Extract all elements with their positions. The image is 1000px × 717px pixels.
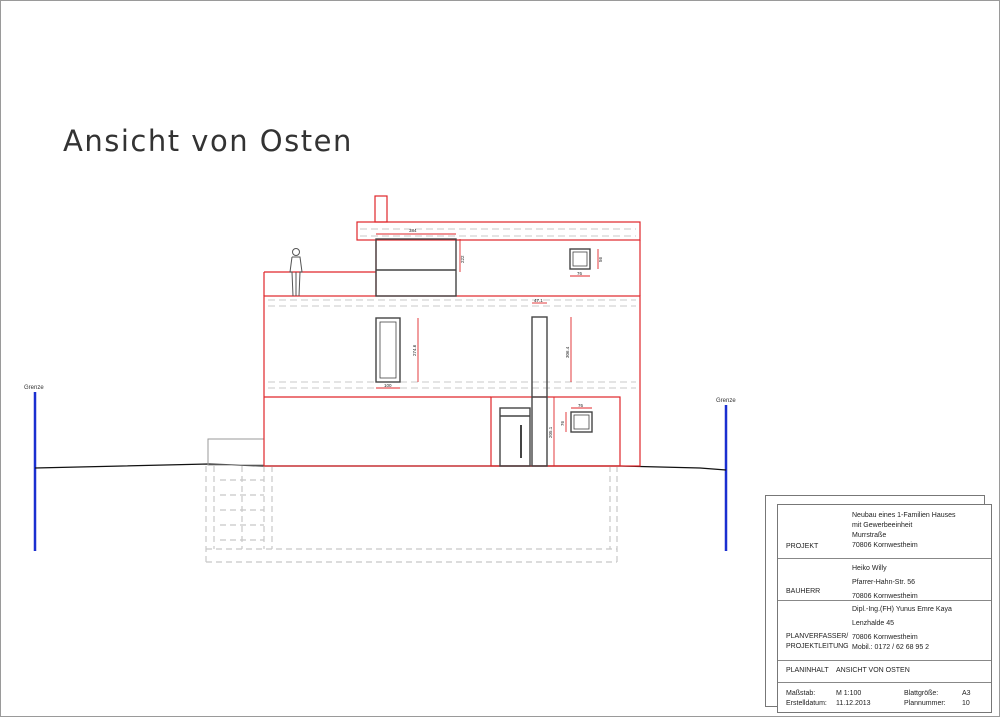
lower-small-window — [570, 411, 593, 433]
title-row-bauherr: Heiko Willy Pfarrer-Hahn-Str. 56 70806 K… — [778, 558, 991, 601]
dim-tall-window-width: 100 — [384, 383, 392, 388]
drawing-title: Ansicht von Osten — [63, 124, 353, 158]
side-wall — [207, 438, 265, 466]
dimension-texts: 384 222 56 76 47.1 274.6 100 306.4 76 76… — [384, 228, 603, 438]
planverfasser-label-1: PLANVERFASSER/ — [786, 633, 849, 640]
planverfasser-line-4: Mobil.: 0172 / 62 68 95 2 — [852, 644, 930, 651]
title-block-outer: Neubau eines 1-Familien Hauses mit Gewer… — [765, 495, 992, 713]
projekt-line-1: Neubau eines 1-Familien Hauses — [852, 512, 956, 519]
massstab-label: Maßstab: — [786, 690, 816, 697]
planinhalt-value: ANSICHT VON OSTEN — [836, 667, 910, 674]
projekt-label: PROJEKT — [786, 543, 819, 550]
building-outline — [263, 195, 641, 467]
bauherr-line-3: 70806 Kornwestheim — [852, 593, 918, 600]
projekt-line-2: mit Gewerbeeinheit — [852, 522, 913, 529]
windows — [375, 238, 593, 467]
ground-line — [34, 463, 727, 471]
planverfasser-line-2: Lenzhalde 45 — [852, 620, 895, 627]
blattgroesse-label: Blattgröße: — [904, 690, 939, 697]
projekt-line-4: 70806 Kornwestheim — [852, 542, 918, 549]
dim-door-height: 205.1 — [548, 426, 553, 438]
planverfasser-label-2: PROJEKTLEITUNG — [786, 643, 849, 650]
dim-small-window-upper-width: 76 — [577, 271, 583, 276]
tall-window — [375, 317, 401, 383]
title-row-projekt: Neubau eines 1-Familien Hauses mit Gewer… — [778, 505, 991, 559]
dim-slot-window-height: 306.4 — [565, 346, 570, 358]
massstab-value: M 1:100 — [836, 690, 862, 697]
title-row-planverfasser: Dipl.-Ing.(FH) Yunus Emre Kaya Lenzhalde… — [778, 600, 991, 661]
title-block: Neubau eines 1-Familien Hauses mit Gewer… — [777, 504, 992, 713]
floor-lines — [268, 228, 636, 389]
basement-hidden — [205, 466, 618, 563]
dimension-lines — [376, 233, 599, 466]
planverfasser-line-1: Dipl.-Ing.(FH) Yunus Emre Kaya — [852, 606, 952, 613]
dim-small-window-lower-width: 76 — [578, 403, 584, 408]
upper-large-window — [375, 238, 457, 297]
plannummer-value: 10 — [962, 700, 970, 707]
dim-upper-window-height: 222 — [460, 255, 465, 263]
projekt-line-3: Murrstraße — [852, 532, 887, 539]
bauherr-line-1: Heiko Willy — [852, 565, 887, 572]
boundary-label-left: Grenze — [24, 385, 44, 391]
blattgroesse-value: A3 — [962, 690, 971, 697]
plannummer-label: Plannummer: — [904, 700, 946, 707]
dim-upper-window-width: 384 — [409, 228, 417, 233]
erstelldatum-value: 11.12.2013 — [836, 700, 871, 707]
erstelldatum-label: Erstelldatum: — [786, 700, 827, 707]
dim-small-window-lower-height: 76 — [560, 420, 565, 426]
dim-small-window-upper-height: 56 — [598, 256, 603, 262]
planinhalt-label: PLANINHALT — [786, 667, 829, 674]
dim-tall-window-height: 274.6 — [412, 344, 417, 356]
upper-small-window — [569, 248, 591, 270]
planverfasser-line-3: 70806 Kornwestheim — [852, 634, 918, 641]
title-row-planinhalt: PLANINHALT ANSICHT VON OSTEN — [778, 660, 991, 683]
bauherr-line-2: Pfarrer-Hahn-Str. 56 — [852, 579, 916, 586]
boundary-label-right: Grenze — [716, 398, 736, 404]
bauherr-label: BAUHERR — [786, 588, 821, 595]
slot-window — [531, 316, 548, 467]
entrance-door — [499, 407, 531, 467]
dim-wall-offset: 47.1 — [534, 298, 543, 303]
person-figure — [289, 248, 303, 297]
